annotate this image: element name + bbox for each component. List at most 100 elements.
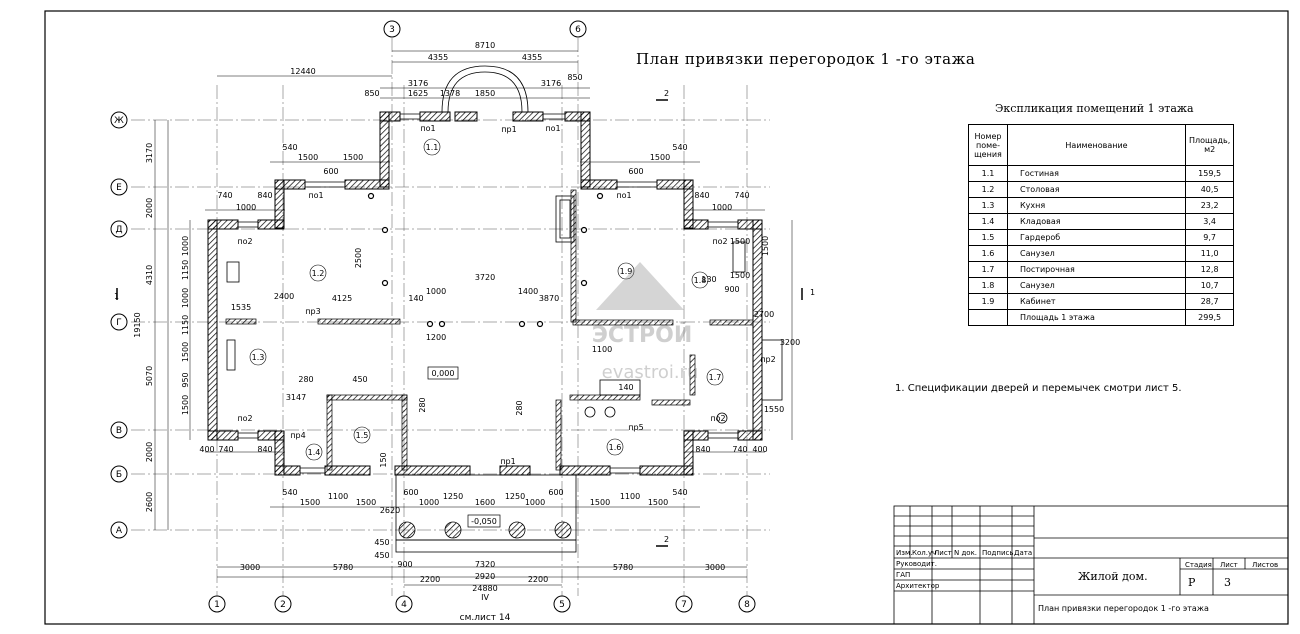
dim-bottom-540-b: 540 [672, 488, 687, 497]
explication-header-area: Площадь, м2 [1184, 124, 1235, 166]
dim-inner-2195: 280 [298, 375, 313, 384]
axis-left-zh: Ж [114, 116, 124, 126]
dim-top-1850: 1850 [475, 89, 495, 98]
opening-po2-d: по2 [710, 414, 725, 423]
opening-po2-b: по2 [712, 237, 727, 246]
dim-bottom-1250-b: 1250 [505, 492, 525, 501]
dim-bottom-5780-a: 5780 [333, 563, 353, 572]
dim-bottom-24880: 24880 [472, 584, 497, 593]
dim-top-1625: 1625 [408, 89, 428, 98]
tb-role-head: Руководит. [896, 560, 937, 568]
dim-left-3170: 3170 [145, 143, 154, 163]
tb-role-architect: Архитектор [896, 582, 940, 590]
opening-pr1-bottom: пр1 [500, 457, 515, 466]
dim-840-b: 840 [694, 191, 709, 200]
dim-bottom-740-b: 740 [732, 445, 747, 454]
tb-sheet: 3 [1224, 576, 1231, 589]
dim-540-b: 540 [672, 143, 687, 152]
tb-col-sign: Подпись [982, 549, 1014, 557]
opening-pr1-top: пр1 [501, 125, 516, 134]
dim-bottom-7320: 7320 [475, 560, 495, 569]
axis-bottom-7: 7 [681, 600, 687, 610]
dim-bottom-840-b: 840 [695, 445, 710, 454]
level-box-floor [427, 366, 459, 380]
dim-top-3176-b: 3176 [541, 79, 561, 88]
dim-bottom-540-a: 540 [282, 488, 297, 497]
opening-po1-d: по1 [616, 191, 631, 200]
dim-bottom-840-a: 840 [257, 445, 272, 454]
opening-pr4-a: пр4 [290, 431, 305, 440]
general-note: 1. Спецификации дверей и перемычек смотр… [895, 383, 1182, 394]
porch [395, 474, 577, 553]
dim-740-a: 740 [217, 191, 232, 200]
title-block [893, 505, 1289, 625]
dim-right-1500-a: 1500 [730, 237, 750, 246]
dim-inner-1045: 3147 [286, 393, 306, 402]
dim-left-1500-a: 1500 [181, 342, 190, 362]
dim-inner-1400: 280 [418, 397, 427, 412]
opening-pr5: пр5 [628, 423, 643, 432]
dim-inner-3720: 3720 [475, 273, 495, 282]
dim-right-1550: 1550 [764, 405, 784, 414]
level-box-porch [467, 514, 501, 528]
axis-bottom-2: 2 [280, 600, 286, 610]
bay-window-arc [441, 65, 529, 113]
columns [367, 192, 604, 328]
dim-top-850-a: 850 [364, 89, 379, 98]
dim-1000-a: 1000 [236, 203, 256, 212]
level-floor: 0,000 [432, 369, 455, 378]
interior-partitions [225, 189, 754, 471]
room-1-8: 1.8 [694, 276, 707, 285]
dim-bottom-450-a: 450 [374, 538, 389, 547]
dim-left-2000-a: 2000 [145, 198, 154, 218]
opening-po2-c: по2 [237, 414, 252, 423]
dim-bottom-900: 900 [397, 560, 412, 569]
dim-bottom-1100-a: 1100 [328, 492, 348, 501]
dim-bottom-1500-c: 1500 [590, 498, 610, 507]
fixtures [226, 195, 783, 424]
dim-left-19150: 19150 [133, 312, 142, 337]
opening-labels: по1 по1 пр1 по1 по1 по2 по2 по2 по2 пр3 … [237, 124, 775, 466]
dim-top-1378: 1378 [440, 89, 460, 98]
level-porch: -0,050 [471, 517, 497, 526]
dim-top-12440: 12440 [290, 67, 315, 76]
room-1-5: 1.5 [356, 431, 369, 440]
dim-bottom-1000-b: 1000 [525, 498, 545, 507]
dim-inner-3870: 1100 [592, 345, 612, 354]
dim-inner-3147: 450 [352, 375, 367, 384]
watermark: ЭСТРОЙ evastroi.ru [592, 262, 699, 383]
dim-inner-1550: 280 [515, 400, 524, 415]
dim-1500-a: 1500 [298, 153, 318, 162]
dim-1500-c: 1500 [650, 153, 670, 162]
tb-col-kol: Кол.уч [912, 549, 937, 557]
tb-role-gap: ГАП [896, 571, 911, 579]
watermark-site: evastroi.ru [602, 362, 699, 383]
opening-pr2: пр2 [760, 355, 775, 364]
dim-1500-b: 1500 [343, 153, 363, 162]
room-1-1: 1.1 [426, 143, 439, 152]
dim-600-a: 600 [323, 167, 338, 176]
tb-stage-label: Стадия [1185, 561, 1212, 569]
dim-left-4310: 4310 [145, 265, 154, 285]
tb-sheet-label: Лист [1220, 561, 1238, 569]
dim-bottom-1100-b: 1100 [620, 492, 640, 501]
dim-inner-2400: 2400 [274, 292, 294, 301]
dim-left-1000-b: 1000 [181, 288, 190, 308]
room-labels: 1.1 1.2 1.3 1.4 1.5 1.6 1.7 1.8 1.9 [252, 143, 722, 457]
room-1-3: 1.3 [252, 353, 265, 362]
opening-po1-b: по1 [545, 124, 560, 133]
vertical-dimension-values: 3170 2000 4310 19150 5070 2000 2600 1000… [133, 143, 770, 512]
room-1-9: 1.9 [620, 267, 633, 276]
dim-bottom-1600: 1600 [475, 498, 495, 507]
axis-left-e: Е [116, 183, 122, 193]
dim-left-5070: 5070 [145, 366, 154, 386]
section-2-top: 2 [664, 89, 669, 98]
axis-bottom-1: 1 [214, 600, 220, 610]
axis-left-g: Г [116, 318, 122, 328]
